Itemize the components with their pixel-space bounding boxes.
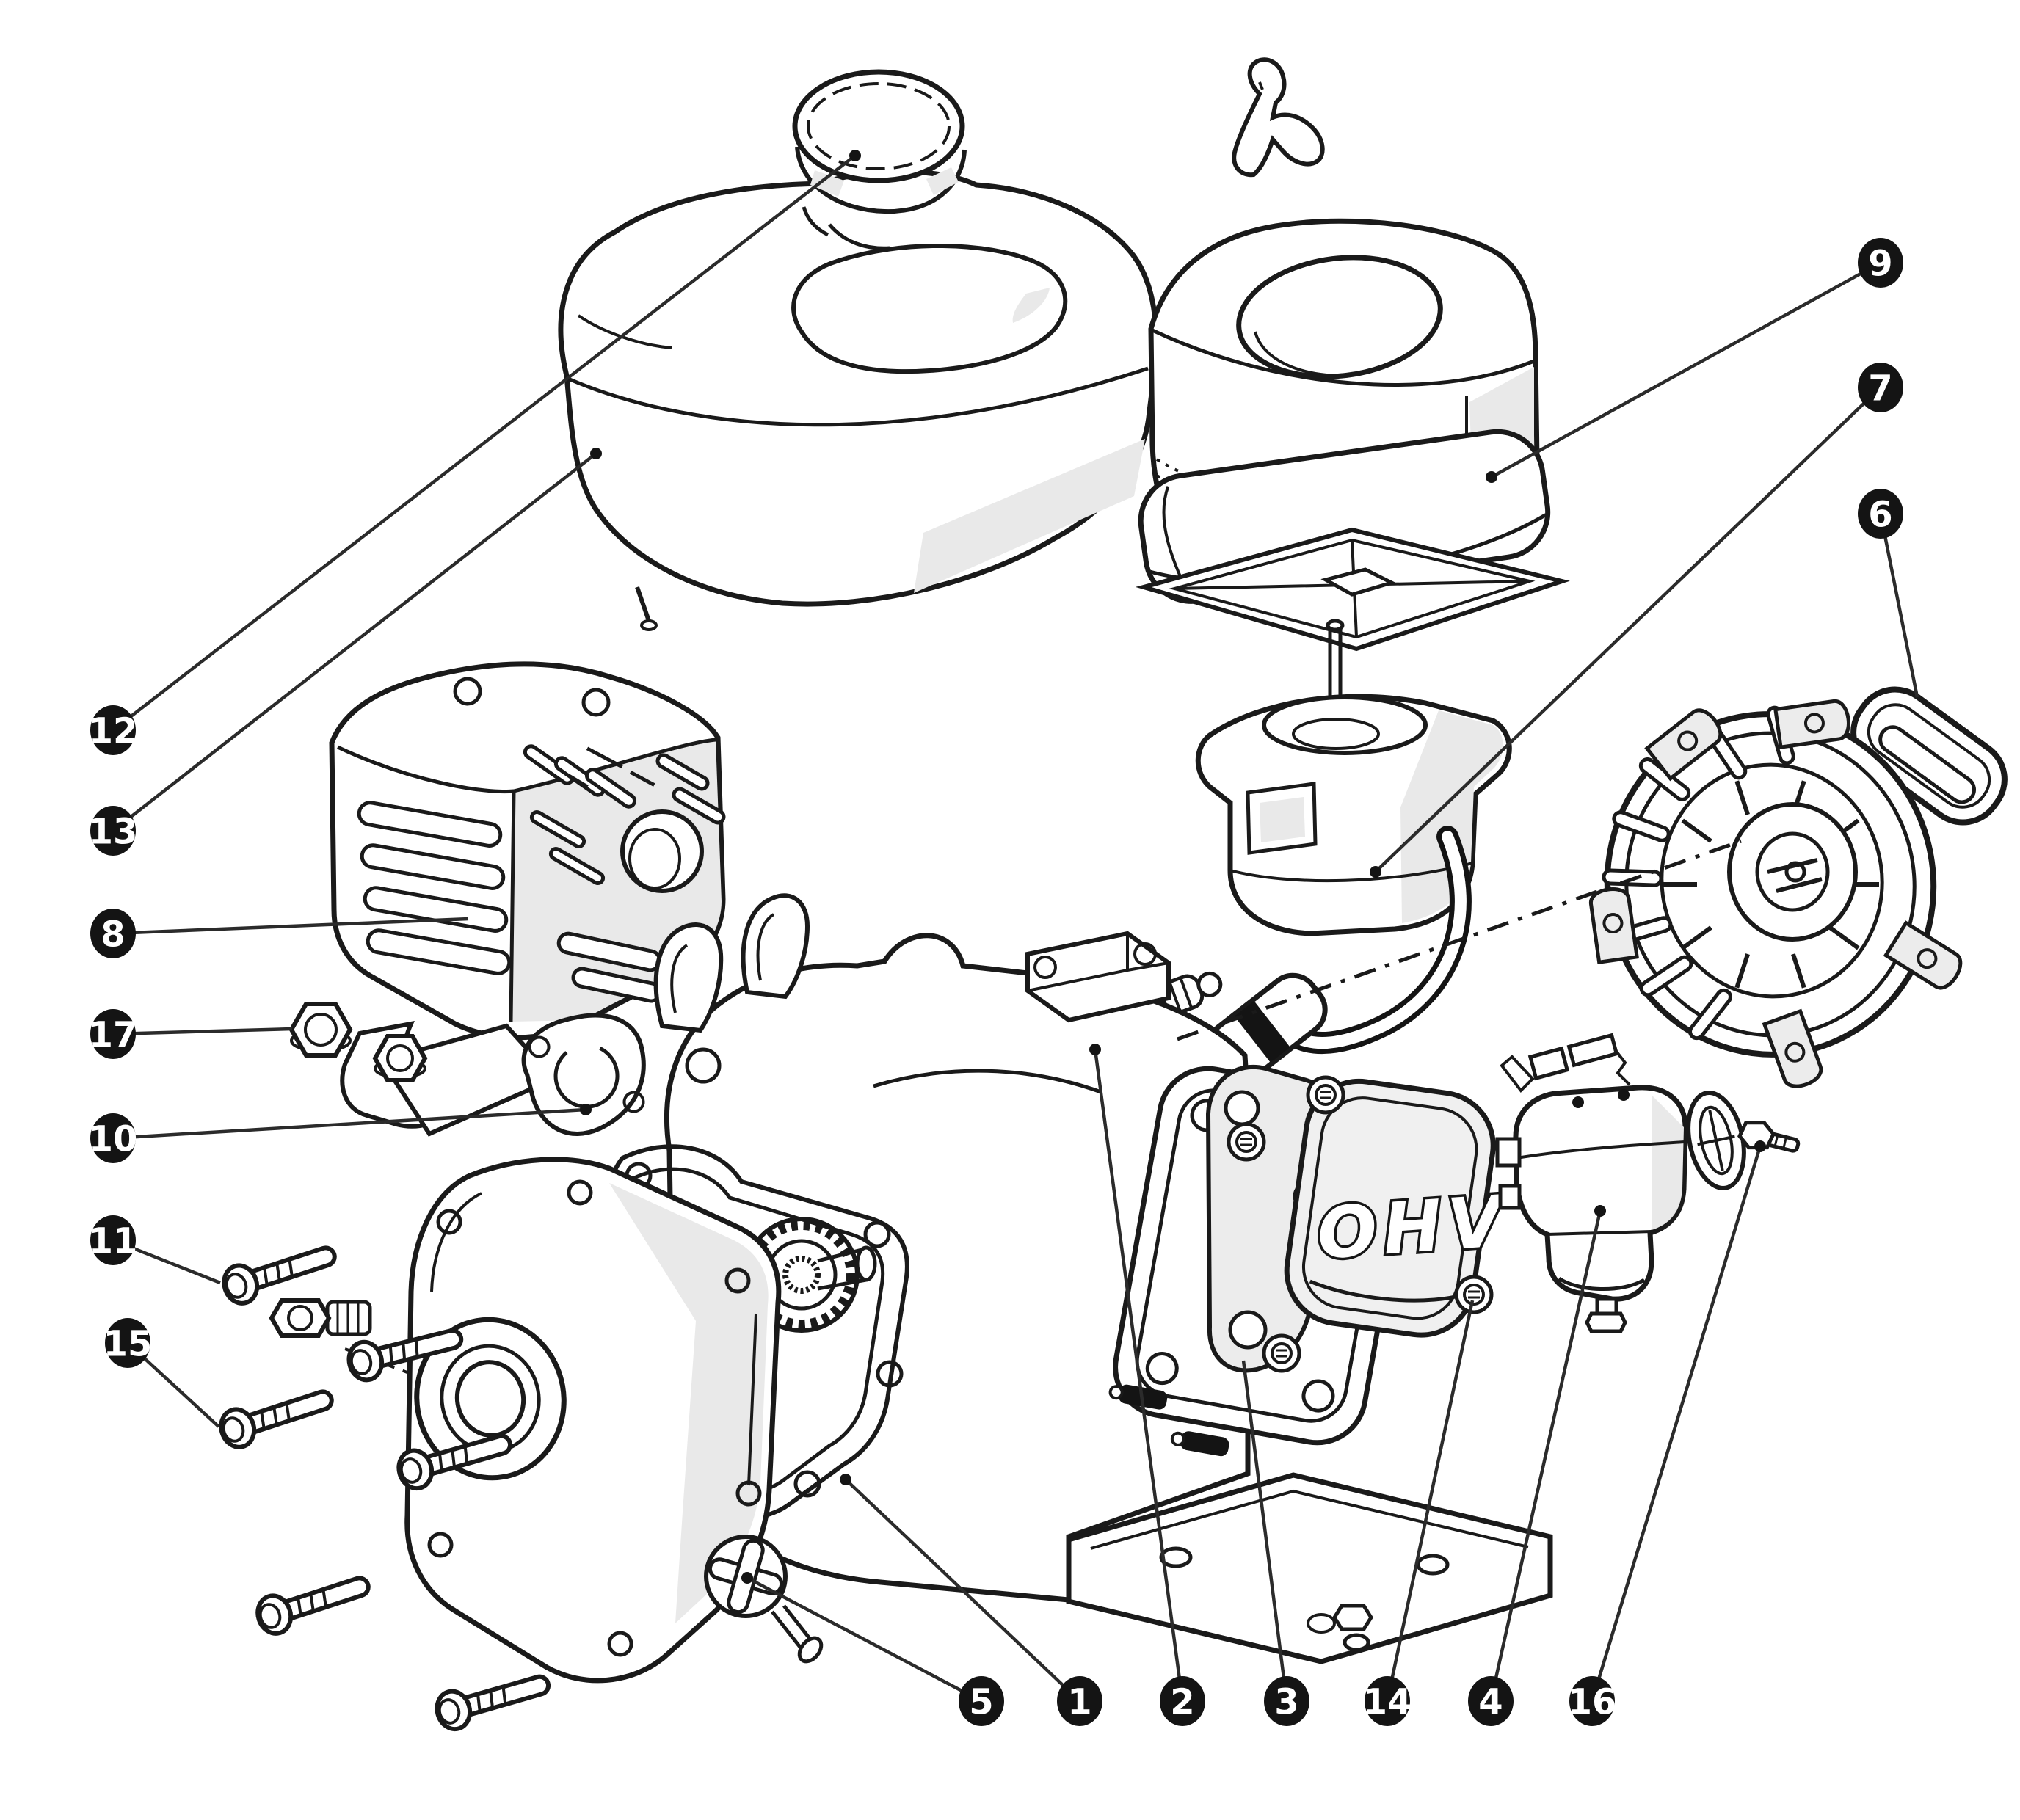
flange-nut-2 [372, 1034, 428, 1082]
callout-13-fuel-tank: 13 [89, 806, 138, 856]
svg-text:4: 4 [1478, 1681, 1503, 1722]
leader-line-2 [1093, 1049, 1185, 1702]
leader-dot-crankcase-gasket [840, 1474, 851, 1485]
callout-4-carburetor: 4 [1468, 1676, 1514, 1726]
callout-11-cover-bolt: 11 [89, 1215, 138, 1265]
callout-10-exhaust-gasket: 10 [89, 1113, 138, 1163]
engine-parts-artwork: OHV [219, 57, 2008, 1732]
leader-line-14 [1385, 1300, 1475, 1702]
leader-line-16 [1590, 1146, 1762, 1702]
leader-line-3 [1241, 1360, 1289, 1702]
flange-nut [288, 1002, 353, 1058]
svg-text:1: 1 [1067, 1681, 1091, 1722]
callout-2-spark-plug: 2 [1160, 1676, 1205, 1726]
valve-cover-bolt [1454, 1275, 1494, 1314]
leader-dot-carburetor-stud-bolt [1754, 1140, 1766, 1152]
svg-text:9: 9 [1868, 243, 1892, 284]
fuel-tank-cap [792, 69, 967, 214]
wing-nut [1232, 57, 1325, 178]
callout-7-spark-plug-wire: 7 [1858, 363, 1903, 412]
callout-5-oil-filler-cap: 5 [959, 1676, 1004, 1726]
leader-line-4 [1489, 1210, 1602, 1702]
spark-plug-wire [1206, 826, 1472, 1084]
svg-text:13: 13 [89, 811, 138, 852]
svg-text:6: 6 [1868, 494, 1892, 535]
oil-drain-plug [269, 1298, 372, 1338]
leader-line-10 [112, 1107, 586, 1140]
callout-6-starter-handle: 6 [1858, 489, 1903, 539]
leader-dot-spark-plug-wire [1370, 866, 1381, 878]
leader-line-6 [1878, 513, 1919, 698]
leader-line-9 [1490, 261, 1882, 478]
ohv-label: OHV [1315, 1180, 1511, 1275]
leader-dot-fuel-tank-cap [849, 150, 861, 161]
leader-dot-fuel-tank [590, 448, 602, 459]
leader-line-17 [112, 1027, 293, 1036]
svg-text:7: 7 [1868, 368, 1892, 409]
carburetor-gasket [1686, 1091, 1746, 1190]
fuel-tank [558, 169, 1159, 631]
svg-text:11: 11 [89, 1220, 138, 1262]
leader-line-1 [844, 1478, 1081, 1703]
svg-text:3: 3 [1274, 1681, 1298, 1722]
starter-handle [1850, 686, 2008, 826]
callout-8-muffler-heat-shield: 8 [90, 909, 136, 958]
valve-cover: OHV [1227, 1075, 1514, 1373]
leader-line-12 [112, 154, 857, 732]
callout-17-flange-nut: 17 [89, 1009, 138, 1059]
starter-mount-tab [1589, 699, 1963, 1088]
leader-dot-oil-filler-cap [741, 1572, 753, 1584]
valve-cover-bolt [1306, 1075, 1345, 1115]
callout-9-air-filter-element: 9 [1858, 238, 1903, 288]
muffler-heat-shield [329, 661, 726, 1137]
leader-dot-spark-plug [1089, 1044, 1101, 1055]
callout-14-valve-cover-bolt: 14 [1363, 1676, 1412, 1726]
leader-line-8 [112, 917, 469, 936]
valve-cover-bolt [1262, 1333, 1301, 1373]
svg-text:14: 14 [1363, 1681, 1412, 1722]
intake-elbow [1195, 694, 1512, 936]
svg-text:2: 2 [1170, 1681, 1194, 1722]
carburetor-stud-bolt [1737, 1121, 1801, 1153]
svg-text:17: 17 [89, 1014, 138, 1055]
recoil-starter [1177, 686, 2008, 1088]
svg-text:12: 12 [89, 710, 138, 751]
crankcase-cover-bolts [219, 1245, 551, 1732]
leader-dot-air-filter-element [1486, 471, 1497, 483]
callout-16-carburetor-stud-bolt: 16 [1568, 1676, 1617, 1726]
leader-line-5 [746, 1576, 983, 1703]
svg-text:10: 10 [89, 1118, 138, 1160]
svg-text:8: 8 [101, 914, 125, 955]
crankcase-cover [344, 1157, 782, 1684]
leader-line-7 [1374, 386, 1882, 873]
callout-1-crankcase-gasket: 1 [1057, 1676, 1102, 1726]
svg-text:5: 5 [969, 1681, 993, 1722]
exhaust-gasket [521, 1013, 646, 1136]
alignment-centerline [1177, 839, 1742, 1041]
svg-text:15: 15 [103, 1323, 153, 1364]
leader-lines [112, 150, 1919, 1703]
callout-3-valve-cover-gasket: 3 [1264, 1676, 1309, 1726]
carburetor [1495, 1033, 1688, 1333]
leader-dot-carburetor [1594, 1205, 1606, 1217]
leader-dot-exhaust-gasket [580, 1104, 592, 1115]
leader-line-13 [112, 452, 597, 832]
callout-12-fuel-tank-cap: 12 [89, 705, 138, 755]
valve-cover-bolt [1227, 1122, 1266, 1162]
svg-text:16: 16 [1568, 1681, 1617, 1722]
callout-15-cover-bolt: 15 [103, 1318, 153, 1368]
